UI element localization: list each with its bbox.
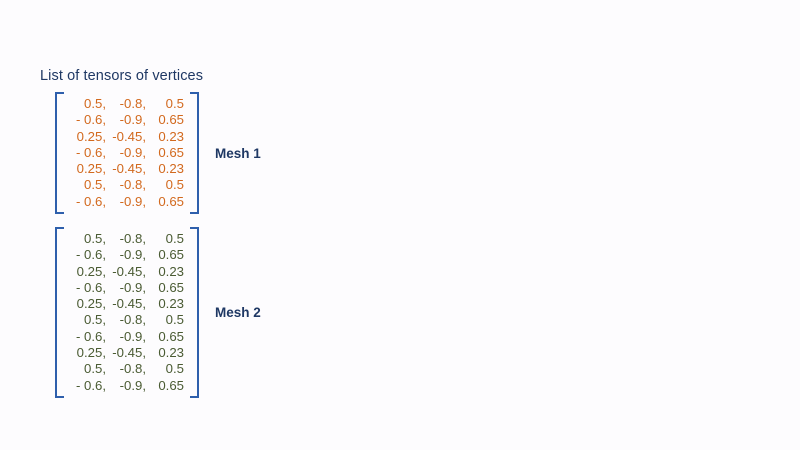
matrix-row: 0.25, -0.45, 0.23 [70, 296, 184, 312]
matrix-cell: 0.5 [165, 312, 184, 328]
matrix-cell: 0.25, [76, 161, 106, 177]
matrix-cell: -0.9, [119, 144, 146, 160]
matrix-row: - 0.6, -0.9, 0.65 [70, 280, 184, 296]
matrix-cell: -0.9, [119, 193, 146, 209]
matrix-row: - 0.6, -0.9, 0.65 [70, 247, 184, 263]
matrix-cell: - 0.6, [75, 144, 106, 160]
matrix-cell: 0.5, [84, 177, 106, 193]
matrix-cell: 0.5, [84, 312, 106, 328]
matrix-cell: 0.23 [158, 296, 184, 312]
matrix-cell: -0.8, [119, 96, 146, 111]
mesh-label-1: Mesh 1 [215, 145, 261, 161]
page-title: List of tensors of vertices [40, 68, 204, 84]
matrix-cell: 0.65 [158, 377, 184, 393]
matrix-cell: 0.65 [158, 112, 184, 128]
matrix-cell: -0.45, [112, 161, 146, 177]
matrix-cell: 0.23 [158, 128, 184, 144]
matrix-row: - 0.6, -0.9, 0.65 [70, 145, 184, 161]
matrix-row: - 0.6, -0.9, 0.65 [70, 194, 184, 210]
matrix-cell: -0.9, [119, 112, 146, 128]
matrix-cell: 0.5, [84, 361, 106, 377]
matrix-row: 0.25, -0.45, 0.23 [70, 264, 184, 280]
matrix-cell: 0.23 [158, 345, 184, 361]
matrix-cell: -0.9, [119, 328, 146, 344]
right-bracket-icon [190, 227, 199, 398]
matrix-cell: - 0.6, [75, 247, 106, 263]
matrix-cell: -0.45, [112, 296, 146, 312]
matrix-cell: 0.5 [165, 361, 184, 377]
matrix-cell: 0.65 [158, 193, 184, 209]
matrix-cell: 0.5, [84, 96, 106, 111]
matrix-cell: -0.45, [112, 345, 146, 361]
matrix-cell: 0.5 [165, 177, 184, 193]
matrix-row: 0.5, -0.8, 0.5 [70, 177, 184, 193]
matrix-row: - 0.6, -0.9, 0.65 [70, 329, 184, 345]
matrix-cell: -0.8, [119, 312, 146, 328]
matrix-cell: 0.65 [158, 247, 184, 263]
matrix-cell: 0.25, [76, 128, 106, 144]
matrix-cell: 0.5, [84, 231, 106, 246]
matrix-cell: 0.65 [158, 144, 184, 160]
matrix-cell: 0.25, [76, 263, 106, 279]
left-bracket-icon [55, 227, 64, 398]
right-bracket-icon [190, 92, 199, 215]
matrix-row: 0.25, -0.45, 0.23 [70, 161, 184, 177]
matrix-row: - 0.6, -0.9, 0.65 [70, 378, 184, 394]
matrix-cell: 0.5 [165, 96, 184, 111]
matrix-row: 0.5, -0.8, 0.5 [70, 231, 184, 247]
matrix-cell: -0.9, [119, 247, 146, 263]
matrix-cell: - 0.6, [75, 377, 106, 393]
mesh-label-2: Mesh 2 [215, 304, 261, 320]
matrix-cell: -0.8, [119, 177, 146, 193]
matrix-cell: 0.25, [76, 345, 106, 361]
matrix-row: 0.5, -0.8, 0.5 [70, 96, 184, 112]
matrix-row: - 0.6, -0.9, 0.65 [70, 112, 184, 128]
matrix-cell: -0.8, [119, 361, 146, 377]
matrix-cell: -0.9, [119, 377, 146, 393]
matrix-cell: 0.65 [158, 328, 184, 344]
left-bracket-icon [55, 92, 64, 215]
matrix-row: 0.5, -0.8, 0.5 [70, 361, 184, 377]
matrix-row: 0.25, -0.45, 0.23 [70, 345, 184, 361]
matrix-cell: - 0.6, [75, 279, 106, 295]
matrix-row: 0.25, -0.45, 0.23 [70, 129, 184, 145]
matrix-cell: -0.45, [112, 128, 146, 144]
matrix-cell: 0.23 [158, 263, 184, 279]
matrix-cell: -0.8, [119, 231, 146, 246]
matrix-cell: -0.45, [112, 263, 146, 279]
matrix-cell: - 0.6, [75, 193, 106, 209]
matrix-cell: -0.9, [119, 279, 146, 295]
matrix-cell: - 0.6, [75, 328, 106, 344]
matrix-row: 0.5, -0.8, 0.5 [70, 312, 184, 328]
matrix-cell: 0.23 [158, 161, 184, 177]
matrix-cell: 0.25, [76, 296, 106, 312]
matrix-cell: - 0.6, [75, 112, 106, 128]
matrix-cell: 0.65 [158, 279, 184, 295]
matrix-cell: 0.5 [165, 231, 184, 246]
